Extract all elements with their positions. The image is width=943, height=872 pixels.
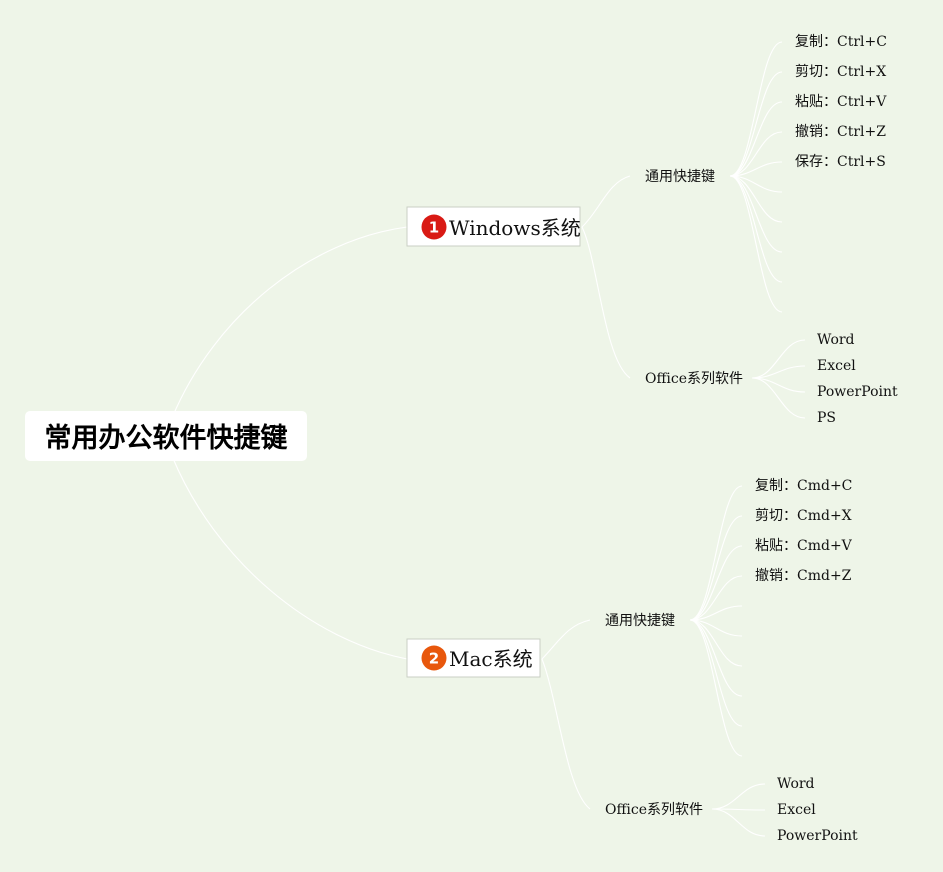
mac-shortcut-branch-1 [689, 515, 743, 621]
mac-office-item-1[interactable]: Excel [777, 802, 816, 818]
mac-shortcut-branch-8 [689, 619, 743, 727]
mac-office-branch-0 [711, 783, 766, 810]
windows-shortcut-branch-3 [729, 131, 783, 177]
mac-shortcut-item-3[interactable]: 撤销：Cmd+Z [755, 568, 852, 584]
badge-1-icon [421, 214, 447, 240]
windows-office-item-0[interactable]: Word [817, 332, 855, 348]
mac-shortcut-branch-9 [689, 619, 743, 757]
leaf-nodes: 复制：Ctrl+C 剪切：Ctrl+X 粘贴：Ctrl+V 撤销：Ctrl+Z 保存：C… [755, 33, 898, 844]
root-title: 常用办公软件快捷键 [45, 422, 288, 454]
mac-office-item-0[interactable]: Word [777, 776, 815, 792]
windows-badge-number: 1 [429, 219, 439, 237]
windows-shortcut-item-0[interactable]: 复制：Ctrl+C [795, 33, 887, 50]
mac-shortcut-item-1[interactable]: 剪切：Cmd+X [755, 508, 852, 524]
mac-system-node[interactable]: 2 Mac系统 [406, 638, 541, 678]
windows-shortcuts-category[interactable]: 通用快捷键 [645, 169, 715, 185]
windows-system-label: Windows系统 [449, 216, 581, 240]
mac-shortcut-branch-4 [689, 605, 743, 621]
mac-office-item-2[interactable]: PowerPoint [777, 828, 858, 844]
windows-shortcut-branch-8 [729, 175, 783, 283]
mac-shortcut-item-2[interactable]: 粘贴：Cmd+V [755, 538, 853, 554]
windows-shortcut-branch-0 [729, 41, 783, 177]
connector-root-windows [171, 226, 408, 419]
connector-mac-shortcuts [541, 619, 591, 660]
windows-office-branch-1 [751, 365, 806, 379]
windows-shortcut-branch-9 [729, 175, 783, 313]
connector-windows-office [581, 226, 631, 379]
windows-office-branch-0 [751, 339, 806, 379]
mac-badge-number: 2 [429, 650, 439, 668]
windows-office-item-3[interactable]: PS [817, 410, 836, 426]
windows-shortcut-branch-7 [729, 175, 783, 253]
mac-shortcut-branch-0 [689, 485, 743, 621]
windows-shortcut-item-4[interactable]: 保存：Ctrl+S [795, 154, 886, 170]
windows-office-category[interactable]: Office系列软件 [645, 371, 743, 387]
mac-system-label: Mac系统 [449, 647, 533, 671]
connector-root-mac [171, 455, 408, 660]
mac-shortcut-branch-2 [689, 545, 743, 621]
windows-shortcut-branch-6 [729, 175, 783, 223]
mac-shortcut-branch-3 [689, 575, 743, 621]
connector-mac-office [541, 658, 591, 810]
mac-shortcut-branch-7 [689, 619, 743, 697]
connector-windows-shortcuts [581, 175, 631, 228]
mac-shortcut-branch-6 [689, 619, 743, 667]
mac-office-category[interactable]: Office系列软件 [605, 802, 703, 818]
windows-shortcut-branch-1 [729, 71, 783, 177]
windows-office-branch-3 [751, 377, 806, 419]
windows-shortcut-branch-2 [729, 101, 783, 177]
windows-shortcut-item-3[interactable]: 撤销：Ctrl+Z [795, 124, 886, 140]
root-node[interactable]: 常用办公软件快捷键 [25, 411, 307, 461]
windows-system-node[interactable]: 1 Windows系统 [406, 206, 581, 247]
windows-office-item-1[interactable]: Excel [817, 358, 856, 374]
mac-shortcut-item-0[interactable]: 复制：Cmd+C [755, 477, 852, 494]
windows-shortcut-item-2[interactable]: 粘贴：Ctrl+V [795, 94, 887, 110]
badge-2-icon [421, 645, 447, 671]
windows-office-item-2[interactable]: PowerPoint [817, 384, 898, 400]
mac-office-branch-2 [711, 808, 766, 837]
connector-lines [171, 41, 806, 837]
windows-shortcut-item-1[interactable]: 剪切：Ctrl+X [795, 64, 886, 80]
windows-shortcut-branch-4 [729, 161, 783, 177]
mac-shortcuts-category[interactable]: 通用快捷键 [605, 613, 675, 629]
